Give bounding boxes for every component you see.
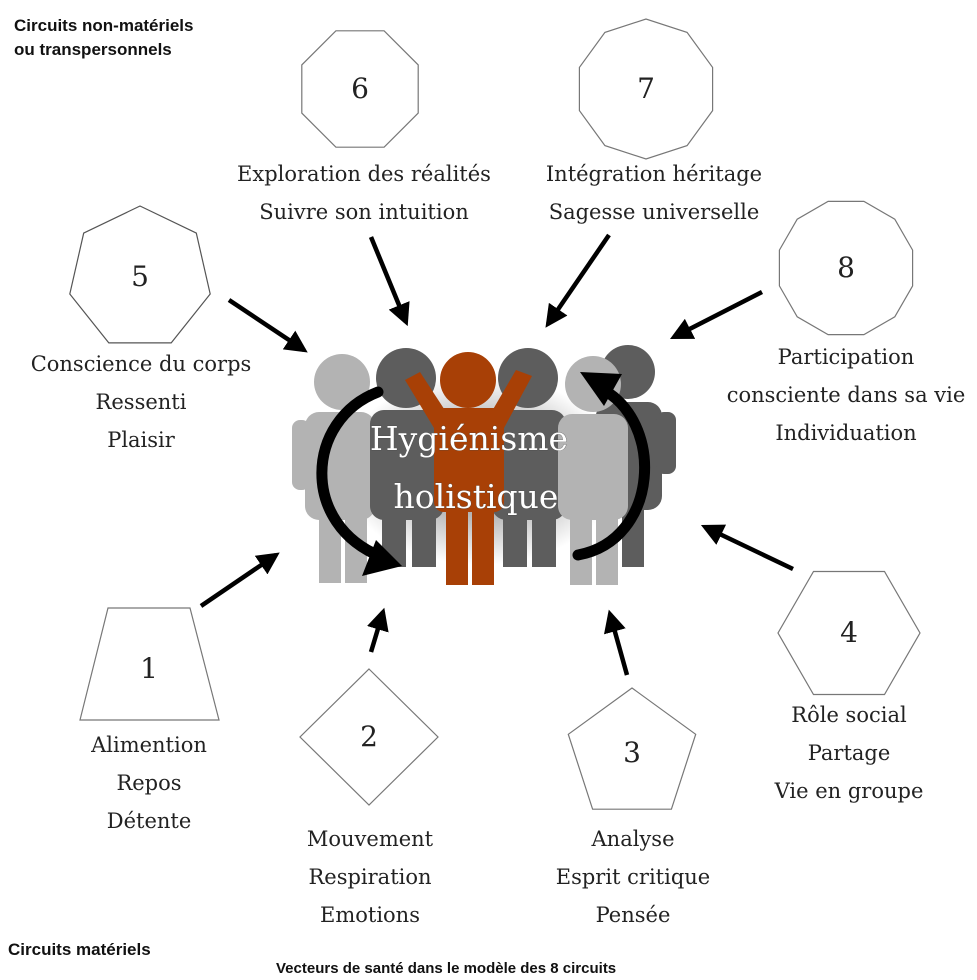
circuit-6-octagon — [301, 30, 419, 148]
circuit-6-labels: Exploration des réalités Suivre son intu… — [211, 155, 517, 231]
circuit-1-labels: Alimention Repos Détente — [49, 726, 249, 840]
center-title-line-2: holistique — [394, 477, 559, 516]
circuit-6-number: 6 — [351, 72, 369, 105]
circuit-8-line-1: Participation — [777, 345, 915, 369]
circuit-7-line-1: Intégration héritage — [545, 162, 763, 186]
circuit-1-line-2: Repos — [116, 771, 182, 795]
circuit-7-number: 7 — [637, 72, 655, 105]
circuit-7-decagon — [578, 18, 714, 160]
diagram-caption: Vecteurs de santé dans le modèle des 8 c… — [276, 960, 617, 977]
cycle-arrow-right — [572, 382, 651, 561]
heading-material-circuits: Circuits matériels — [8, 940, 151, 959]
circuit-8-line-2: consciente dans sa vie — [726, 383, 966, 407]
arrow-5-to-center — [227, 298, 308, 353]
circuit-1-number: 1 — [140, 652, 158, 685]
circuit-4-line-1: Rôle social — [791, 703, 907, 727]
circuit-4-line-2: Partage — [807, 741, 891, 765]
circuit-4-labels: Rôle social Partage Vie en groupe — [739, 696, 959, 810]
cycle-arrowhead-right — [580, 372, 622, 406]
circuit-4-number: 4 — [840, 616, 858, 649]
circuit-5-line-2: Ressenti — [95, 390, 187, 414]
circuit-5-line-1: Conscience du corps — [30, 352, 252, 376]
circuit-8-dodecagon — [778, 200, 914, 336]
arrow-3-to-center — [603, 609, 630, 676]
circuit-5-labels: Conscience du corps Ressenti Plaisir — [6, 345, 276, 459]
circuit-1-line-1: Alimention — [91, 733, 207, 757]
circuit-6-line-2: Suivre son intuition — [259, 200, 469, 224]
circuit-1-trapezoid — [79, 607, 220, 721]
circuit-5-number: 5 — [131, 260, 149, 293]
circuit-2-diamond — [299, 668, 439, 806]
circuit-3-line-1: Analyse — [591, 827, 675, 851]
circuit-8-number: 8 — [837, 251, 855, 284]
heading-top-line-1: Circuits non-matériels — [14, 16, 194, 35]
circuit-3-line-2: Esprit critique — [555, 865, 711, 889]
arrow-1-to-center — [199, 552, 280, 608]
circuit-7-labels: Intégration héritage Sagesse universelle — [516, 155, 792, 231]
arrow-4-to-center — [700, 524, 794, 572]
circuit-1-line-3: Détente — [106, 809, 192, 833]
circuit-2-number: 2 — [360, 720, 378, 753]
circuit-5-heptagon — [69, 205, 211, 344]
center-title-line-1: Hygiénisme — [370, 419, 568, 458]
person-highlighted — [405, 352, 532, 585]
circuit-3-pentagon — [567, 687, 697, 810]
circuit-3-line-3: Pensée — [595, 903, 671, 927]
circuit-2-line-2: Respiration — [308, 865, 432, 889]
people-group-illustration — [292, 345, 676, 585]
circuit-4-hexagon — [777, 570, 921, 696]
circuit-3-labels: Analyse Esprit critique Pensée — [523, 820, 743, 934]
arrow-8-to-center — [669, 289, 764, 340]
circuit-5-line-3: Plaisir — [107, 428, 175, 452]
circuit-4-line-3: Vie en groupe — [774, 779, 924, 803]
arrow-6-to-center — [368, 236, 410, 327]
heading-top-line-2: ou transpersonnels — [14, 40, 172, 59]
circuit-2-line-1: Mouvement — [306, 827, 434, 851]
person-dark-left — [370, 348, 444, 567]
arrow-7-to-center — [545, 233, 611, 328]
circuit-8-labels: Participation consciente dans sa vie Ind… — [716, 338, 976, 452]
cycle-arrowhead-left — [362, 540, 402, 576]
circuit-2-line-3: Emotions — [320, 903, 420, 927]
arrow-2-to-center — [367, 607, 389, 653]
circuit-3-number: 3 — [623, 736, 641, 769]
cycle-arrow-left — [316, 386, 388, 563]
heading-non-material-circuits: Circuits non-matériels ou transpersonnel… — [14, 14, 194, 62]
circuit-6-line-1: Exploration des réalités — [237, 162, 491, 186]
circuit-8-line-3: Individuation — [775, 421, 917, 445]
circuit-7-line-2: Sagesse universelle — [548, 200, 760, 224]
circuit-2-labels: Mouvement Respiration Emotions — [260, 820, 480, 934]
